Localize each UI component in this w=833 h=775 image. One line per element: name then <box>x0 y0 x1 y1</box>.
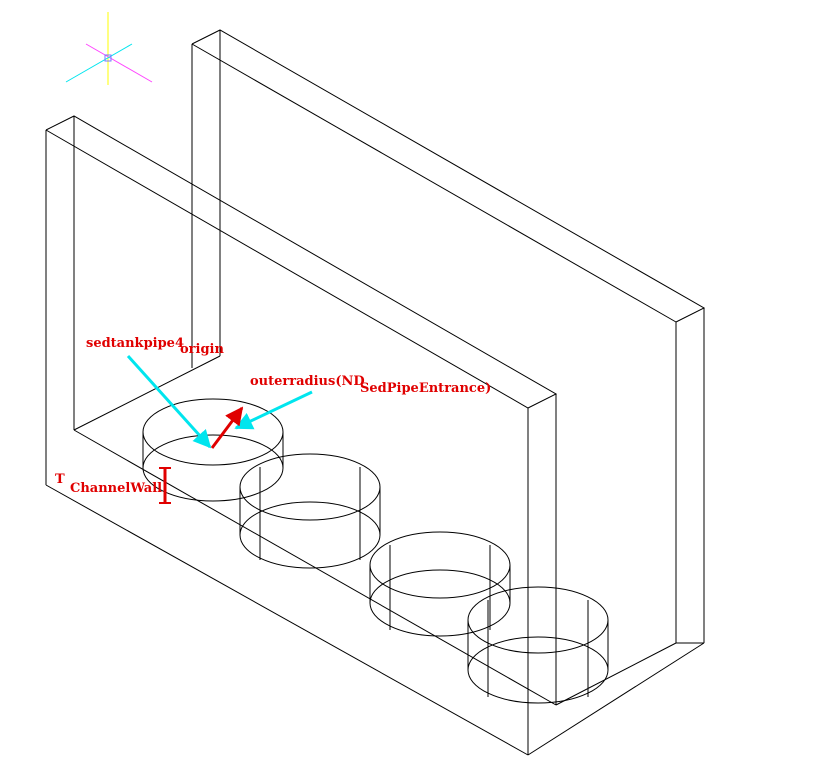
channel-wall-label: ChannelWall <box>70 481 162 496</box>
outer-radius-label: outerradius(ND <box>250 374 365 389</box>
origin-label: origin <box>180 342 224 357</box>
thickness-t-label: T <box>55 472 65 487</box>
pipe-name-label: sedtankpipe4 <box>86 336 184 351</box>
back-wall <box>191 29 706 643</box>
pipe-1 <box>142 398 284 502</box>
ucs-axis-tripod-icon <box>65 12 153 85</box>
wall-thickness-dimension <box>159 467 171 504</box>
pipe-4 <box>467 586 609 704</box>
pipe-3 <box>369 531 511 637</box>
sed-pipe-entrance-label: SedPipeEntrance) <box>360 381 491 396</box>
base-slab <box>45 355 705 756</box>
radius-leader-arrow <box>234 390 313 430</box>
outer-radius-dimension-arrow <box>210 406 244 449</box>
origin-leader-arrow <box>126 354 212 449</box>
front-wall <box>45 115 558 720</box>
pipe-2 <box>239 453 381 569</box>
